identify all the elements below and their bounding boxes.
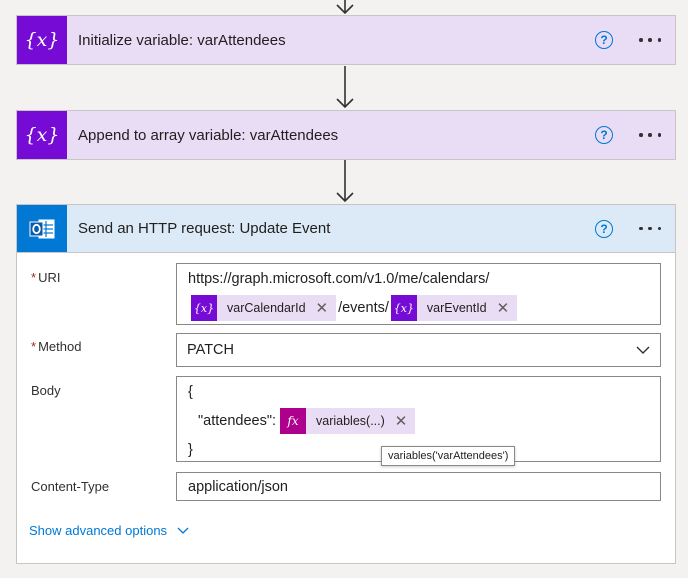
dynamic-content-token-varEventId[interactable]: {x} varEventId ✕: [390, 295, 518, 321]
variable-icon: {x}: [191, 295, 217, 321]
step-header[interactable]: Send an HTTP request: Update Event ?: [17, 205, 675, 253]
step-title: Initialize variable: varAttendees: [78, 31, 286, 49]
help-icon[interactable]: ?: [595, 31, 613, 49]
expression-token-variables[interactable]: fx variables(...) ✕: [280, 408, 416, 434]
content-type-value: application/json: [188, 478, 288, 495]
method-label: *Method: [31, 339, 82, 354]
uri-field[interactable]: https://graph.microsoft.com/v1.0/me/cale…: [176, 263, 661, 325]
more-options-icon[interactable]: [639, 133, 661, 137]
connector-arrow-top: [336, 0, 354, 15]
connector-arrow: [336, 66, 354, 109]
more-options-icon[interactable]: [639, 38, 661, 42]
connector-arrow: [336, 160, 354, 203]
body-line-close: }: [188, 442, 193, 458]
uri-separator: /events/: [338, 300, 389, 316]
dynamic-content-token-varCalendarId[interactable]: {x} varCalendarId ✕: [191, 295, 337, 321]
required-marker: *: [31, 339, 37, 354]
content-type-field[interactable]: application/json: [176, 472, 661, 501]
method-value: PATCH: [187, 342, 234, 358]
step-title: Send an HTTP request: Update Event: [78, 220, 331, 237]
chevron-down-icon: [177, 527, 189, 534]
variable-icon: {x}: [17, 16, 67, 64]
body-label: Body: [31, 383, 61, 398]
step-append-to-array[interactable]: {x} Append to array variable: varAttende…: [16, 110, 676, 160]
expression-tooltip: variables('varAttendees'): [381, 446, 516, 466]
token-label: varCalendarId: [227, 301, 306, 315]
variable-icon: {x}: [390, 295, 417, 321]
step-title: Append to array variable: varAttendees: [78, 126, 339, 144]
method-dropdown[interactable]: PATCH: [176, 333, 661, 367]
token-label: varEventId: [426, 301, 487, 315]
outlook-icon: [17, 205, 67, 252]
remove-token-icon[interactable]: ✕: [496, 300, 510, 317]
required-marker: *: [31, 270, 37, 285]
remove-token-icon[interactable]: ✕: [315, 300, 329, 317]
remove-token-icon[interactable]: ✕: [394, 412, 408, 430]
body-key: "attendees":: [198, 412, 277, 429]
chevron-down-icon[interactable]: [636, 346, 650, 355]
content-type-label: Content-Type: [31, 479, 110, 494]
step-initialize-variable[interactable]: {x} Initialize variable: varAttendees ?: [16, 15, 676, 65]
expression-fx-icon: fx: [280, 408, 307, 434]
step-send-http-request: Send an HTTP request: Update Event ? *UR…: [16, 204, 676, 564]
show-advanced-options-link[interactable]: Show advanced options: [29, 523, 189, 538]
variable-icon: {x}: [17, 111, 67, 159]
more-options-icon[interactable]: [639, 226, 661, 231]
token-label: variables(...): [316, 413, 385, 428]
uri-text: https://graph.microsoft.com/v1.0/me/cale…: [188, 271, 490, 287]
advanced-options-label: Show advanced options: [29, 523, 168, 538]
body-line-open: {: [188, 384, 193, 400]
help-icon[interactable]: ?: [595, 126, 613, 144]
uri-label: *URI: [31, 270, 61, 285]
help-icon[interactable]: ?: [595, 219, 613, 238]
